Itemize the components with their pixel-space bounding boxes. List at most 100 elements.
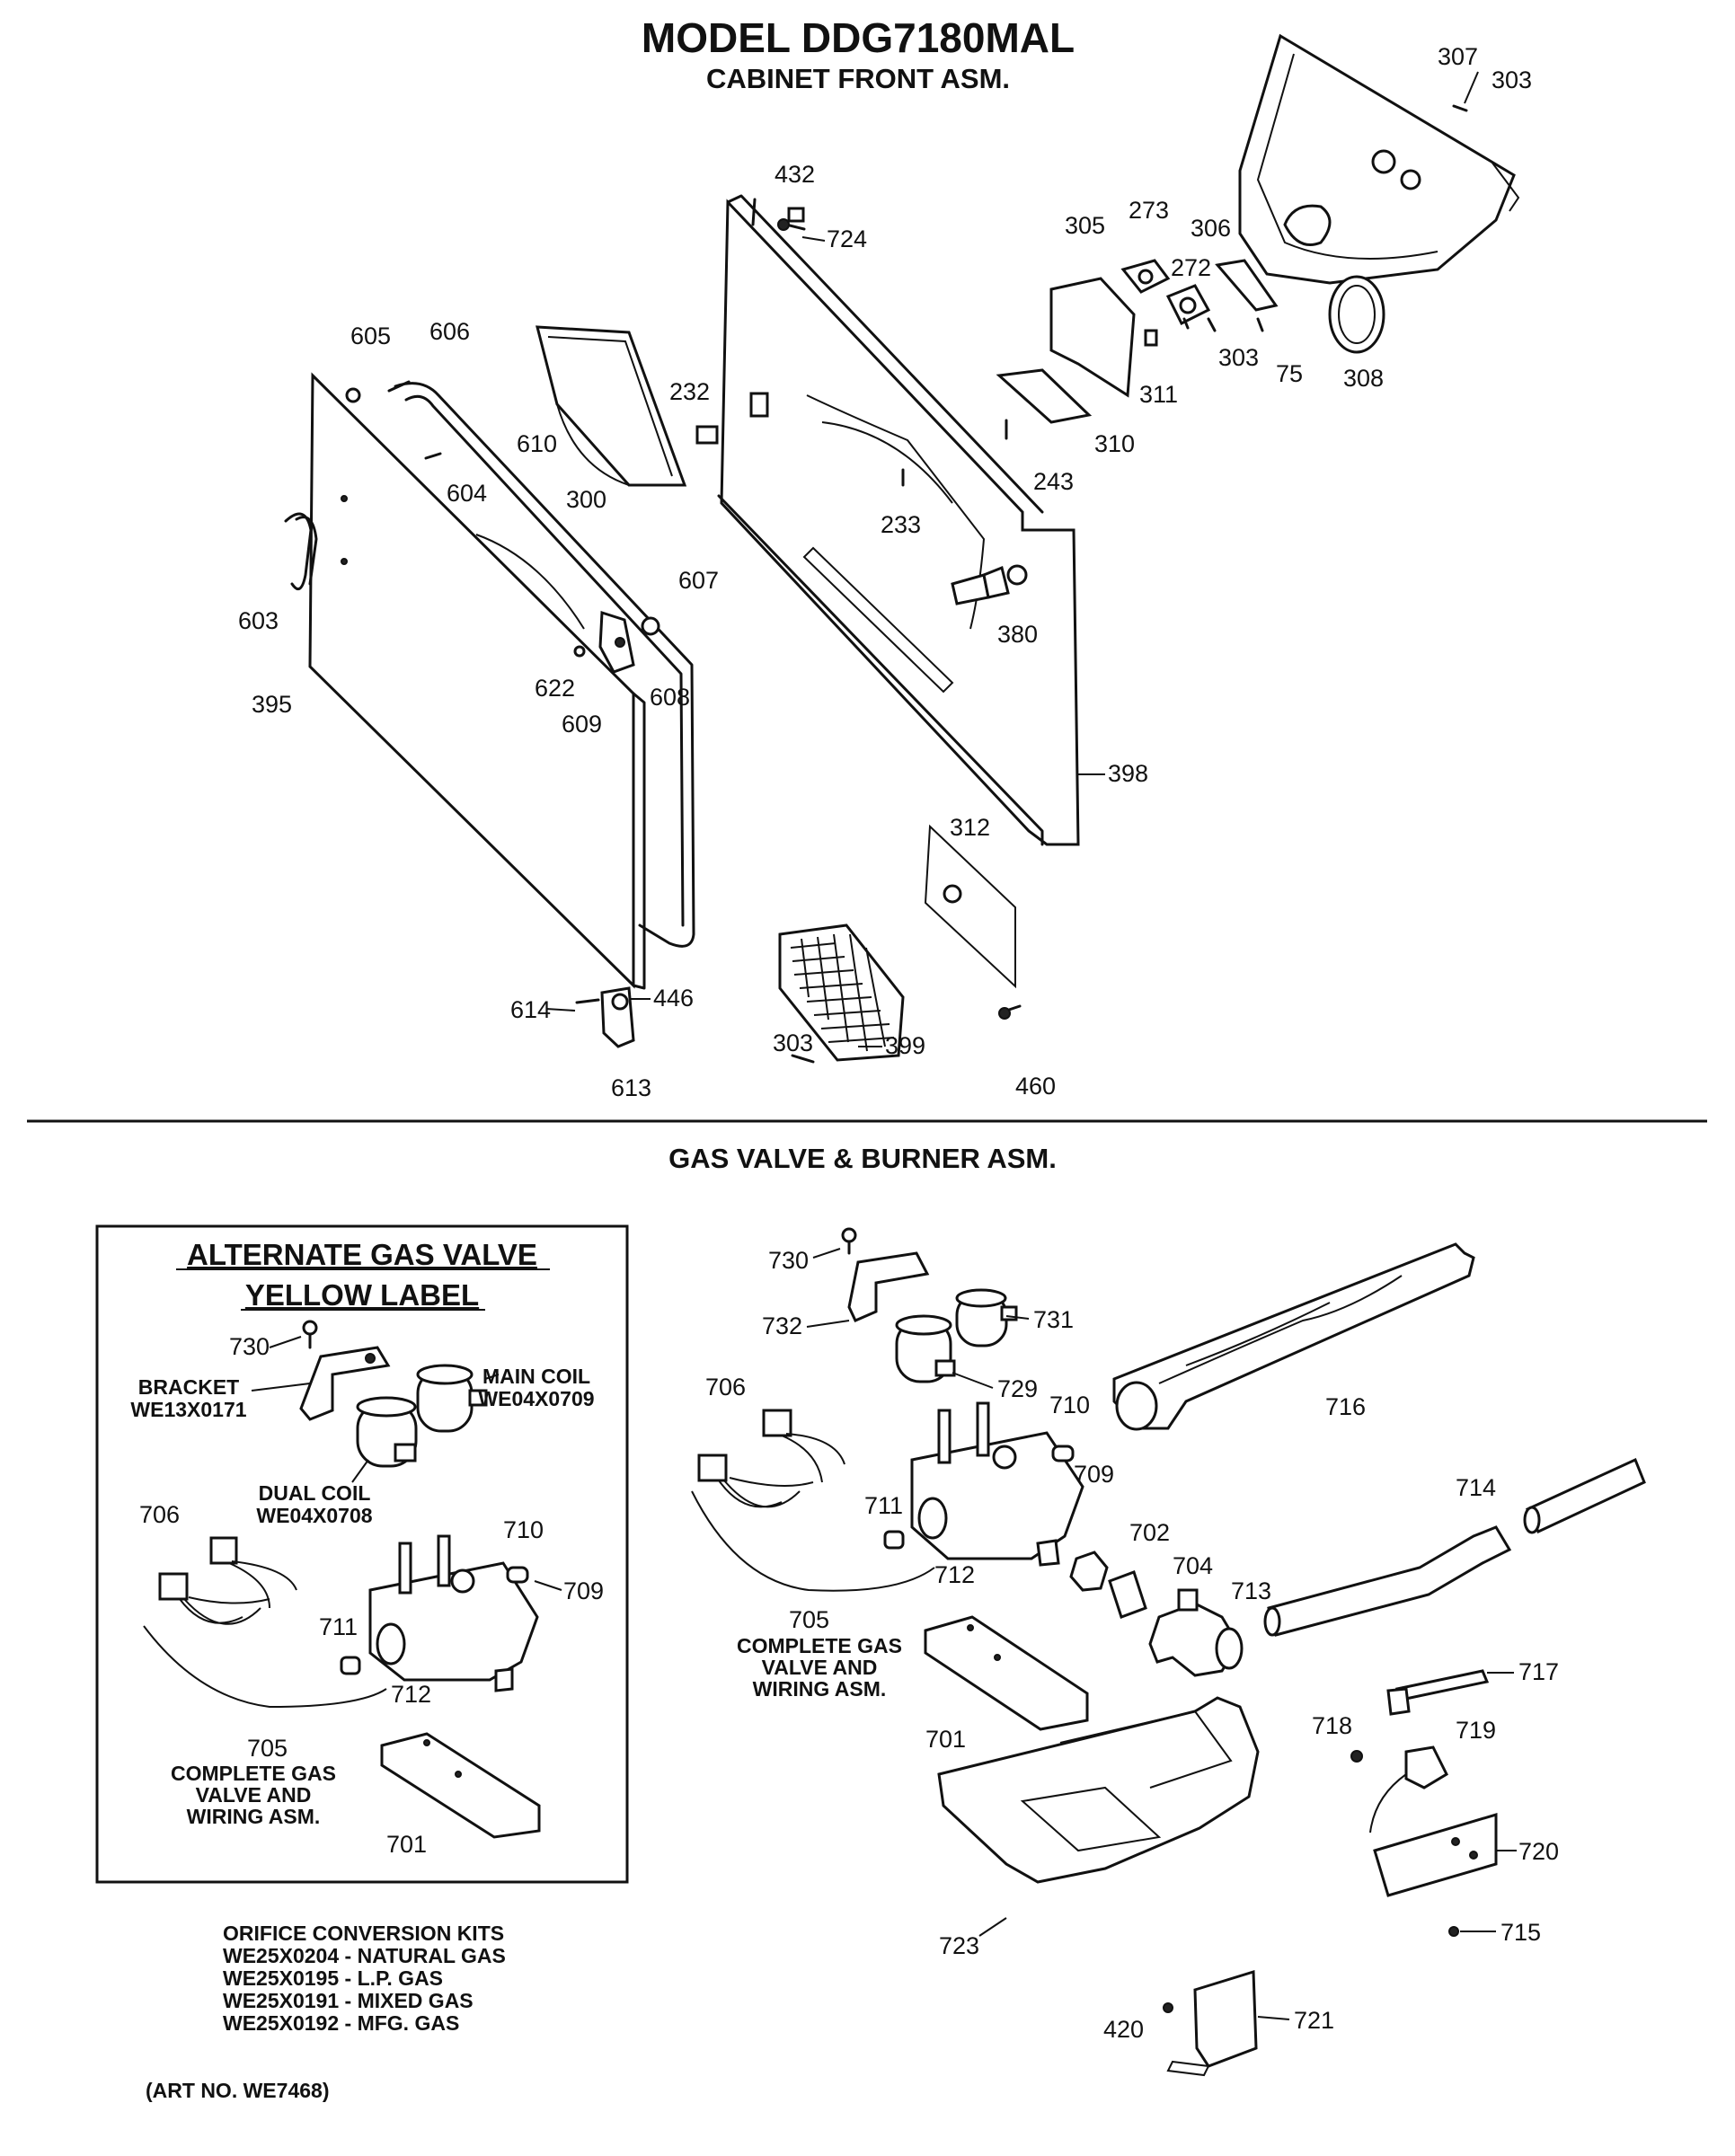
svg-text:607: 607 — [678, 567, 719, 594]
orifice-kit-4: WE25X0192 - MFG. GAS — [223, 2011, 459, 2035]
inset-complete-2: VALVE AND — [196, 1783, 312, 1807]
art-number: (ART NO. WE7468) — [146, 2079, 329, 2102]
svg-text:712: 712 — [391, 1681, 431, 1708]
bracket-label: BRACKET — [138, 1375, 239, 1399]
svg-text:395: 395 — [252, 691, 292, 718]
svg-text:303: 303 — [1492, 66, 1532, 93]
svg-text:710: 710 — [1049, 1392, 1090, 1418]
cabinet-front-assembly — [284, 33, 1520, 1064]
door-panel — [308, 372, 635, 989]
svg-text:715: 715 — [1500, 1919, 1541, 1946]
svg-text:432: 432 — [775, 161, 815, 188]
svg-text:711: 711 — [864, 1492, 903, 1519]
orifice-kit-2: WE25X0195 - L.P. GAS — [223, 1966, 443, 1990]
svg-text:706: 706 — [705, 1374, 746, 1401]
alternate-valve-inset — [95, 1224, 629, 1884]
svg-text:303: 303 — [1218, 344, 1259, 371]
svg-text:446: 446 — [653, 985, 694, 1012]
svg-text:306: 306 — [1191, 215, 1231, 242]
svg-text:712: 712 — [934, 1561, 975, 1588]
svg-text:731: 731 — [1033, 1306, 1074, 1333]
svg-text:724: 724 — [827, 225, 867, 252]
svg-text:398: 398 — [1108, 760, 1148, 787]
svg-text:307: 307 — [1438, 43, 1478, 70]
svg-text:710: 710 — [503, 1516, 544, 1543]
inset-title-2: YELLOW LABEL — [245, 1278, 479, 1312]
inset-title-1: ALTERNATE GAS VALVE — [187, 1238, 537, 1271]
svg-text:723: 723 — [939, 1932, 979, 1959]
inset-complete-3: WIRING ASM. — [187, 1805, 321, 1828]
svg-text:232: 232 — [669, 378, 710, 405]
burner-base — [937, 1696, 1260, 1884]
svg-text:701: 701 — [386, 1831, 427, 1858]
burner-assembly-drawing — [691, 1227, 1646, 2077]
svg-text:243: 243 — [1033, 468, 1074, 495]
svg-text:614: 614 — [510, 996, 551, 1023]
svg-text:420: 420 — [1103, 2016, 1144, 2043]
svg-text:272: 272 — [1171, 254, 1211, 281]
svg-text:730: 730 — [768, 1247, 809, 1274]
orifice-heading: ORIFICE CONVERSION KITS — [223, 1922, 504, 1945]
svg-text:399: 399 — [885, 1032, 925, 1059]
main-coil-part: WE04X0709 — [478, 1387, 594, 1410]
svg-text:233: 233 — [881, 511, 921, 538]
svg-text:714: 714 — [1456, 1474, 1496, 1501]
svg-text:705: 705 — [789, 1606, 829, 1633]
svg-text:605: 605 — [350, 323, 391, 349]
burner-housing — [1112, 1242, 1475, 1430]
svg-text:311: 311 — [1139, 381, 1178, 408]
svg-text:308: 308 — [1343, 365, 1384, 392]
inset-callouts: 730 706 710 709 711 712 705 701 — [139, 1333, 604, 1858]
svg-text:300: 300 — [566, 486, 606, 513]
svg-text:380: 380 — [997, 621, 1038, 648]
svg-text:717: 717 — [1518, 1658, 1559, 1685]
svg-text:716: 716 — [1325, 1393, 1366, 1420]
svg-text:303: 303 — [773, 1029, 813, 1056]
svg-text:460: 460 — [1015, 1073, 1056, 1100]
svg-text:608: 608 — [650, 684, 690, 711]
orifice-kit-1: WE25X0204 - NATURAL GAS — [223, 1944, 506, 1967]
svg-text:706: 706 — [139, 1501, 180, 1528]
svg-text:609: 609 — [562, 711, 602, 738]
dual-coil-label: DUAL COIL — [259, 1481, 371, 1505]
svg-text:702: 702 — [1129, 1519, 1170, 1546]
inset-valve-drawing — [143, 1320, 541, 1839]
svg-text:603: 603 — [238, 607, 279, 634]
model-title: MODEL DDG7180MAL — [642, 14, 1075, 61]
dual-coil-part: WE04X0708 — [256, 1504, 372, 1527]
burner-callouts: 730 732 731 729 706 710 716 709 711 714 … — [705, 1247, 1559, 2043]
main-complete-2: VALVE AND — [762, 1656, 878, 1679]
svg-text:604: 604 — [447, 480, 487, 507]
svg-text:721: 721 — [1294, 2007, 1334, 2034]
svg-text:709: 709 — [563, 1577, 604, 1604]
svg-text:610: 610 — [517, 430, 557, 457]
cabinet-front-panel — [720, 199, 1080, 846]
svg-text:713: 713 — [1231, 1577, 1271, 1604]
svg-text:730: 730 — [229, 1333, 270, 1360]
svg-text:711: 711 — [319, 1613, 358, 1640]
svg-text:720: 720 — [1518, 1838, 1559, 1865]
cabinet-callouts: 307 303 432 724 305 273 306 272 605 606 … — [238, 43, 1532, 1101]
section-title-cabinet: CABINET FRONT ASM. — [706, 63, 1010, 94]
svg-text:273: 273 — [1129, 197, 1169, 224]
svg-text:704: 704 — [1173, 1552, 1213, 1579]
svg-text:622: 622 — [535, 675, 575, 702]
svg-text:732: 732 — [762, 1312, 802, 1339]
svg-text:606: 606 — [429, 318, 470, 345]
svg-text:312: 312 — [950, 814, 990, 841]
section-title-gas-valve: GAS VALVE & BURNER ASM. — [668, 1143, 1057, 1174]
svg-text:613: 613 — [611, 1074, 651, 1101]
svg-text:701: 701 — [925, 1726, 966, 1753]
svg-text:729: 729 — [997, 1375, 1038, 1402]
svg-text:305: 305 — [1065, 212, 1105, 239]
svg-text:75: 75 — [1276, 360, 1303, 387]
svg-text:705: 705 — [247, 1735, 288, 1762]
svg-text:718: 718 — [1312, 1712, 1352, 1739]
svg-text:310: 310 — [1094, 430, 1135, 457]
inset-complete-1: COMPLETE GAS — [171, 1762, 336, 1785]
bracket-part: WE13X0171 — [130, 1398, 246, 1421]
orifice-kit-3: WE25X0191 - MIXED GAS — [223, 1989, 474, 2012]
main-complete-1: COMPLETE GAS — [737, 1634, 902, 1657]
svg-text:719: 719 — [1456, 1717, 1496, 1744]
